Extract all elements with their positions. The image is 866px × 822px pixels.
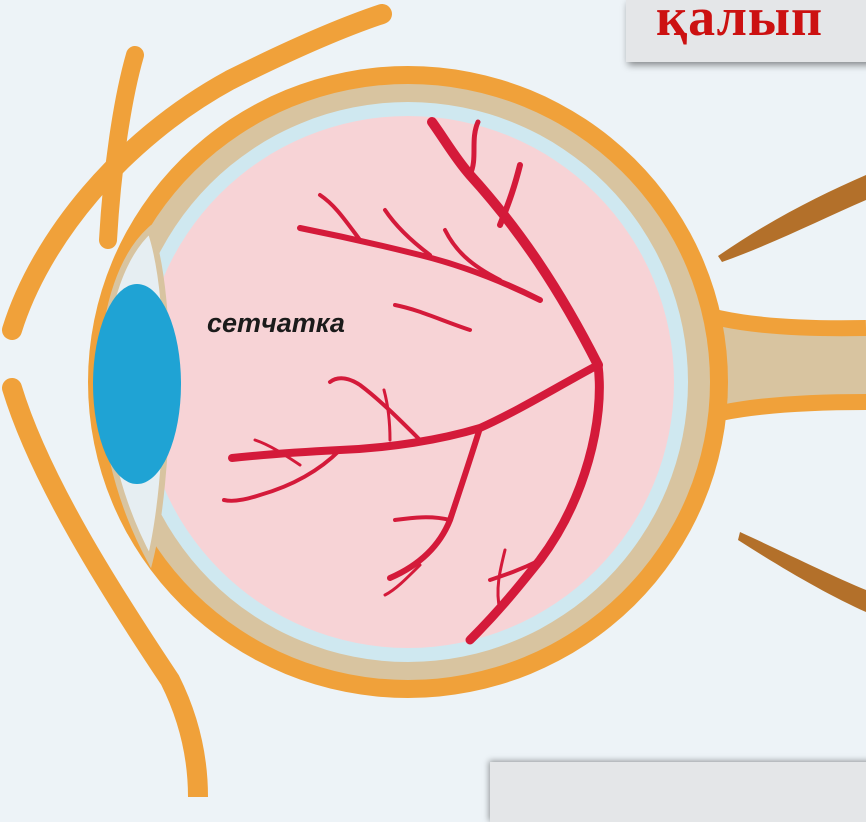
eyelash-upper [718, 175, 866, 262]
lens [93, 284, 181, 484]
eye-diagram: сетчатка [0, 0, 866, 797]
label-retina: сетчатка [207, 308, 345, 338]
bottom-text-box [490, 762, 866, 822]
page-title: қалып [656, 0, 823, 48]
eyelash-lower [738, 532, 866, 612]
title-box: қалып [626, 0, 866, 62]
